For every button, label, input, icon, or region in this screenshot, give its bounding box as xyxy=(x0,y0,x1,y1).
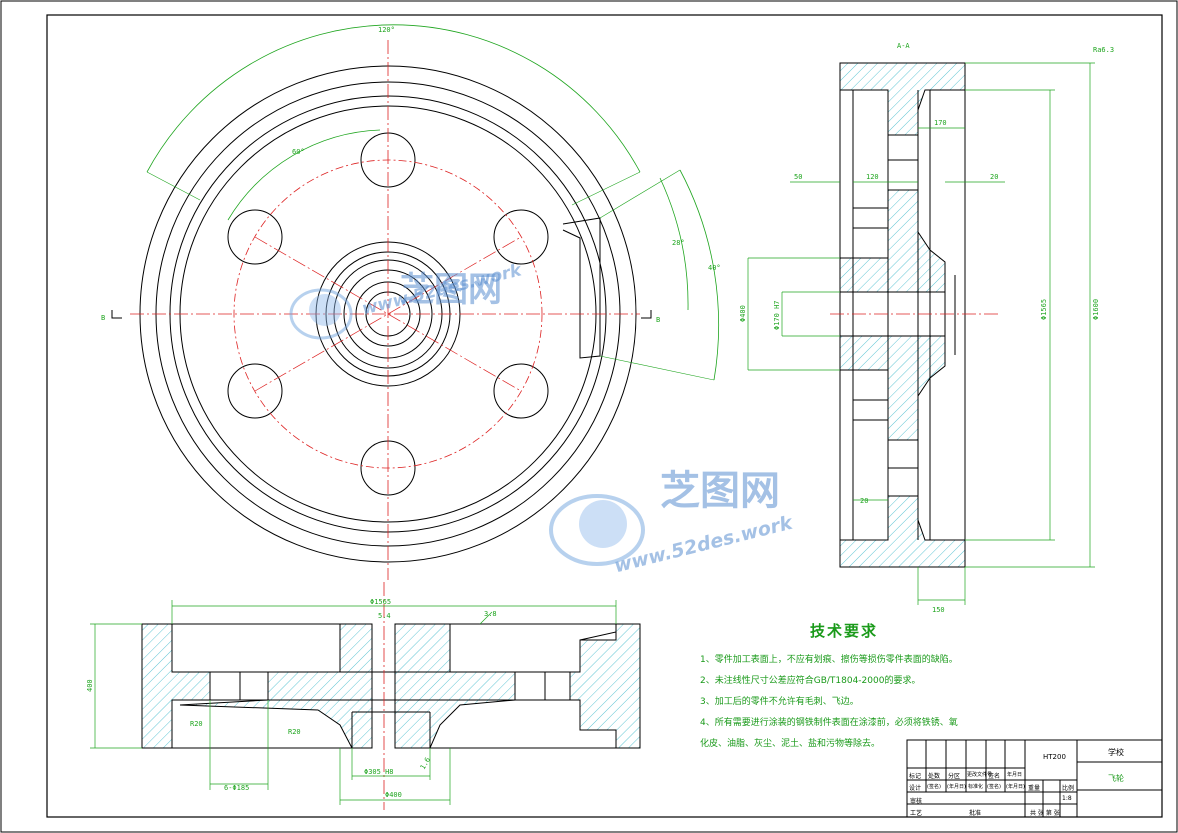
dim-bottom-label-top: 5.4 xyxy=(378,612,391,620)
title-block-row1-c6: 年月日 xyxy=(1007,772,1023,778)
front-view xyxy=(111,24,720,580)
title-block-row1-c3: 分区 xyxy=(948,773,961,780)
title-block-row1-c5: 签名 xyxy=(988,773,1001,780)
side-section-view xyxy=(830,62,1000,568)
dim-bottom-height: 400 xyxy=(86,679,94,692)
dim-bottom-r-mid: R20 xyxy=(288,728,301,736)
title-block-approve: 批准 xyxy=(969,810,982,817)
title-block-ratio: 比例 xyxy=(1062,785,1075,792)
side-section-label: A-A xyxy=(897,42,910,50)
dim-side-d-hub: Φ400 xyxy=(739,305,747,322)
title-block-row2-c3: (年月日) xyxy=(947,784,966,790)
title-block-weight: 重量 xyxy=(1028,785,1041,792)
dim-side-d-outer: Φ1600 xyxy=(1092,299,1100,320)
dim-side-w-mid: 120 xyxy=(866,173,879,181)
title-block-grid xyxy=(906,739,1163,818)
dim-bottom-hub: Φ400 xyxy=(385,791,402,799)
dim-bottom-overall: Φ1565 xyxy=(370,598,391,606)
watermark-brand: 芝图网 xyxy=(400,270,502,310)
title-block-row1-c1: 标记 xyxy=(909,773,922,780)
title-block-sheets: 共 张 第 张 xyxy=(1030,810,1060,817)
title-block-row2-c4: 标准化 xyxy=(968,784,984,790)
title-block-org: 学校 xyxy=(1108,748,1124,757)
title-block-row2-c6: (年月日) xyxy=(1006,784,1025,790)
side-dimensions xyxy=(747,62,1095,605)
bottom-section-view xyxy=(141,582,641,810)
dim-angle-right-small: 28° xyxy=(672,239,685,247)
title-block-process: 工艺 xyxy=(910,810,923,817)
technical-requirements-list: 1、零件加工表面上，不应有划痕、擦伤等损伤零件表面的缺陷。 2、未注线性尺寸公差… xyxy=(700,650,1000,755)
dim-bottom-r-left: R20 xyxy=(190,720,203,728)
title-block-material: HT200 xyxy=(1043,753,1066,761)
title-block-review: 审核 xyxy=(910,798,923,805)
side-surface-finish: Ra6.3 xyxy=(1093,46,1114,54)
watermark-brand: 芝图网 xyxy=(660,468,780,514)
dim-bottom-bore: Φ305 H8 xyxy=(364,768,394,776)
watermark-globe-icon xyxy=(289,288,353,340)
dim-bottom-label-right: 3.8 xyxy=(484,610,497,618)
inner-border xyxy=(46,14,1163,818)
requirement-item: 2、未注线性尺寸公差应符合GB/T1804-2000的要求。 xyxy=(700,676,921,686)
title-block-part-name: 飞轮 xyxy=(1108,774,1124,783)
dim-side-w-left: 50 xyxy=(794,173,802,181)
title-block-scale: 1:8 xyxy=(1062,795,1072,802)
section-mark-left: B xyxy=(101,314,105,322)
dim-side-d-bore: Φ170 H7 xyxy=(773,300,781,330)
watermark-globe-icon xyxy=(549,494,645,566)
dim-side-w-low: 20 xyxy=(860,497,868,505)
technical-requirements-title: 技术要求 xyxy=(810,622,879,640)
dim-side-w-right: 20 xyxy=(990,173,998,181)
title-block-row2-c2: (签名) xyxy=(927,784,941,790)
section-mark-right: B xyxy=(656,316,660,324)
requirement-item: 1、零件加工表面上，不应有划痕、擦伤等损伤零件表面的缺陷。 xyxy=(700,655,958,665)
requirement-item: 3、加工后的零件不允许有毛刺、飞边。 xyxy=(700,697,859,707)
requirement-item: 4、所有需要进行涂装的钢铁制件表面在涂漆前，必须将铁锈、氧 xyxy=(700,718,958,728)
dim-angle-right-large: 40° xyxy=(708,264,721,272)
dim-side-w-top: 170 xyxy=(934,119,947,127)
title-block-row2-c5: (签名) xyxy=(987,784,1001,790)
requirement-item: 化皮、油脂、灰尘、泥土、盐和污物等除去。 xyxy=(700,739,881,749)
bottom-dimensions xyxy=(90,600,617,805)
title-block-row1-c4: 更改文件号 xyxy=(967,772,993,778)
dim-angle-top: 120° xyxy=(378,26,395,34)
dim-angle-inner: 60° xyxy=(292,148,305,156)
title-block-row1-c2: 处数 xyxy=(928,773,941,780)
title-block-row2-c1: 设计 xyxy=(909,785,922,792)
dim-side-d-mid: Φ1565 xyxy=(1040,299,1048,320)
dim-side-w-bottom: 150 xyxy=(932,606,945,614)
dim-bottom-holes: 6-Φ185 xyxy=(224,784,249,792)
